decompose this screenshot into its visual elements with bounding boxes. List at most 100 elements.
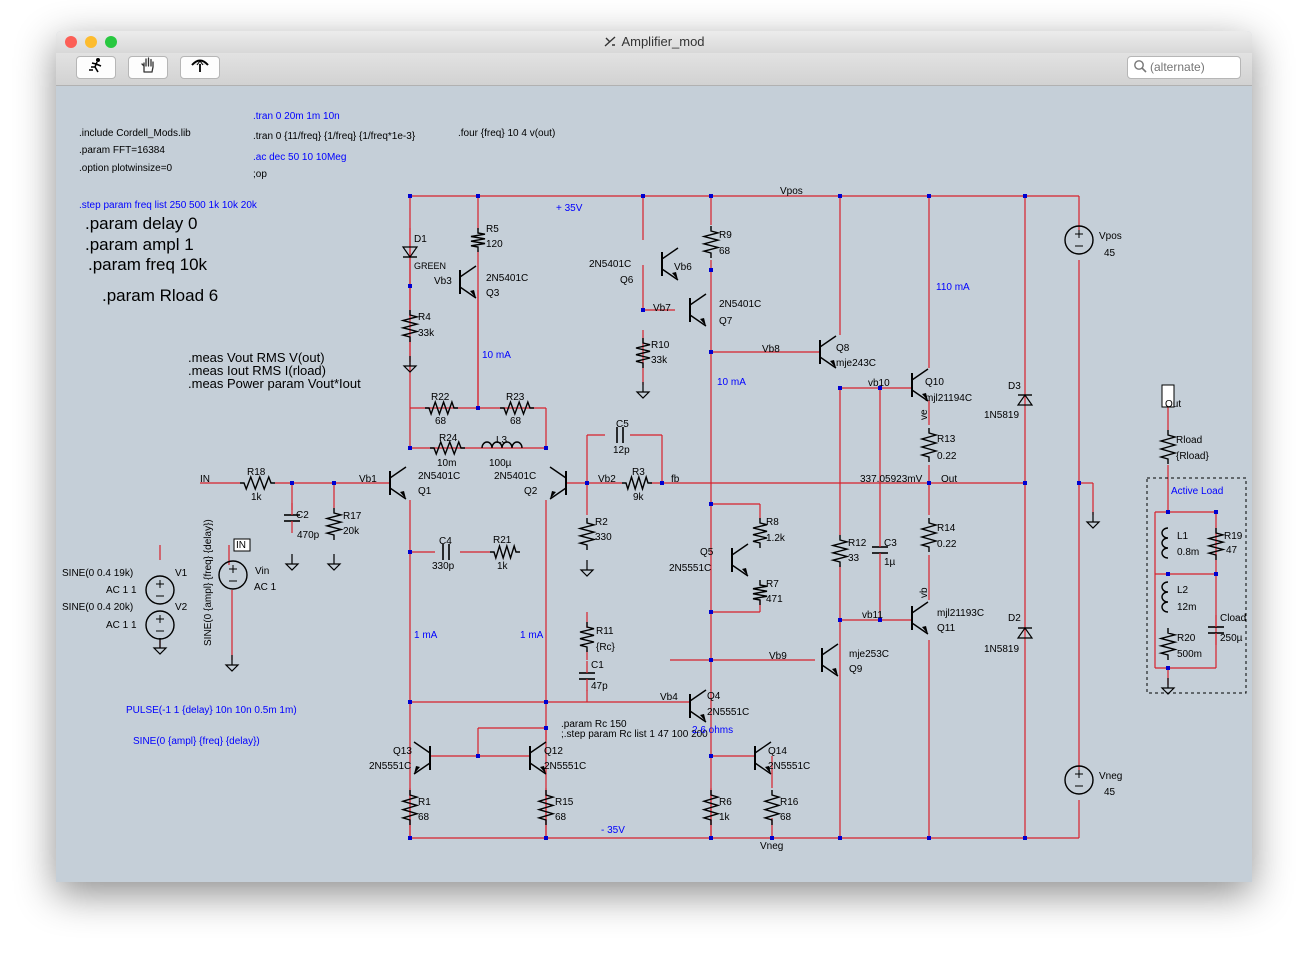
label-vin-ac[interactable]: AC 1: [254, 582, 277, 593]
label-r1-val[interactable]: 68: [418, 812, 430, 823]
label-out-port[interactable]: Out: [1165, 399, 1181, 410]
label-c4[interactable]: C4: [439, 536, 452, 547]
label-r20[interactable]: R20: [1177, 633, 1196, 644]
directive-tran2[interactable]: .tran 0 {11/freq} {1/freq} {1/freq*1e-3}: [253, 131, 416, 142]
label-r11[interactable]: R11: [596, 626, 614, 637]
label-r4[interactable]: R4: [418, 312, 431, 323]
label-r21-val[interactable]: 1k: [497, 561, 509, 572]
label-r14[interactable]: R14: [937, 523, 956, 534]
label-c1-val[interactable]: 47p: [591, 681, 608, 692]
directive-op[interactable]: ;op: [253, 169, 267, 180]
directive-ac[interactable]: .ac dec 50 10 10Meg: [253, 152, 346, 163]
label-d3[interactable]: D3: [1008, 381, 1021, 392]
label-vpos-val[interactable]: 45: [1104, 248, 1116, 259]
label-vneg-val[interactable]: 45: [1104, 787, 1116, 798]
label-r20-val[interactable]: 500m: [1177, 649, 1202, 660]
zoom-button[interactable]: [105, 36, 117, 48]
label-vb8[interactable]: Vb8: [762, 344, 780, 355]
label-vin[interactable]: Vin: [255, 566, 269, 577]
label-q3[interactable]: Q3: [486, 288, 500, 299]
label-i1ma-b[interactable]: 1 mA: [520, 630, 544, 641]
label-vb4[interactable]: Vb4: [660, 692, 678, 703]
label-q9-type[interactable]: mje253C: [849, 649, 889, 660]
label-r4-val[interactable]: 33k: [418, 328, 435, 339]
search-field[interactable]: [1127, 56, 1241, 79]
label-in-label[interactable]: IN: [200, 474, 210, 485]
label-q8[interactable]: Q8: [836, 343, 850, 354]
label-q7-type[interactable]: 2N5401C: [719, 299, 761, 310]
label-v2[interactable]: V2: [175, 602, 188, 613]
label-q8-type[interactable]: mje243C: [836, 358, 876, 369]
label-q13-type[interactable]: 2N5551C: [369, 761, 411, 772]
label-v1[interactable]: V1: [175, 568, 188, 579]
label-q6-type[interactable]: 2N5401C: [589, 259, 631, 270]
label-r6-val[interactable]: 1k: [719, 812, 731, 823]
label-q9[interactable]: Q9: [849, 664, 863, 675]
label-r12-val[interactable]: 33: [848, 553, 860, 564]
label-q4[interactable]: Q4: [707, 691, 721, 702]
label-r24[interactable]: R24: [439, 433, 458, 444]
label-r5-val[interactable]: 120: [486, 239, 503, 250]
label-r16[interactable]: R16: [780, 797, 799, 808]
label-vb3[interactable]: Vb3: [434, 276, 452, 287]
label-c5[interactable]: C5: [616, 419, 629, 430]
label-r10[interactable]: R10: [651, 340, 670, 351]
label-l1-val[interactable]: 0.8m: [1177, 547, 1199, 558]
label-d1[interactable]: D1: [414, 234, 427, 245]
label-l3[interactable]: L3: [496, 435, 508, 446]
label-r11-val[interactable]: {Rc}: [596, 642, 616, 653]
label-r17[interactable]: R17: [343, 511, 362, 522]
label-c3-val[interactable]: 1µ: [884, 557, 896, 568]
directive-sine[interactable]: SINE(0 {ampl} {freq} {delay}): [133, 736, 260, 747]
close-button[interactable]: [65, 36, 77, 48]
label-q10-type[interactable]: mjl21194C: [925, 393, 972, 404]
wires[interactable]: [159, 195, 1217, 839]
label-in-port[interactable]: IN: [236, 540, 246, 551]
label-i110ma[interactable]: 110 mA: [936, 282, 970, 293]
label-q7[interactable]: Q7: [719, 316, 733, 327]
label-q2[interactable]: Q2: [524, 486, 538, 497]
directive-meas-power[interactable]: .meas Power param Vout*Iout: [188, 376, 361, 391]
label-r23-val[interactable]: 68: [510, 416, 522, 427]
label-r3[interactable]: R3: [632, 467, 645, 478]
label-vb2[interactable]: Vb2: [598, 474, 616, 485]
label-vin-sine[interactable]: SINE(0 {ampl} {freq} {delay}): [203, 519, 214, 646]
label-vb10[interactable]: vb10: [868, 378, 890, 389]
directive-step-rc[interactable]: ;.step param Rc list 1 47 100 200: [561, 729, 708, 740]
label-d2-type[interactable]: 1N5819: [984, 644, 1019, 655]
label-r15-val[interactable]: 68: [555, 812, 567, 823]
directive-include[interactable]: .include Cordell_Mods.lib: [79, 128, 191, 139]
label-q11[interactable]: Q11: [937, 623, 956, 634]
directive-param-rc[interactable]: .param Rc 150: [561, 719, 627, 730]
label-v2-ac[interactable]: AC 1 1: [106, 620, 137, 631]
label-vb9[interactable]: Vb9: [769, 651, 787, 662]
label-q5-type[interactable]: 2N5551C: [669, 563, 711, 574]
label-r9-val[interactable]: 68: [719, 246, 731, 257]
label-l2-val[interactable]: 12m: [1177, 602, 1196, 613]
directive-tran1[interactable]: .tran 0 20m 1m 10n: [253, 111, 340, 122]
label-vneg-net[interactable]: Vneg: [760, 841, 783, 852]
probe-button[interactable]: [180, 56, 220, 79]
label-r1[interactable]: R1: [418, 797, 431, 808]
schematic-canvas[interactable]: .include Cordell_Mods.lib.param FFT=1638…: [56, 86, 1252, 882]
label-r8[interactable]: R8: [766, 517, 779, 528]
label-r6[interactable]: R6: [719, 797, 732, 808]
label-r7-val[interactable]: 471: [766, 594, 783, 605]
label-q5[interactable]: Q5: [700, 547, 714, 558]
label-fb[interactable]: fb: [671, 474, 680, 485]
label-r22[interactable]: R22: [431, 392, 450, 403]
label-r3-val[interactable]: 9k: [633, 492, 645, 503]
label-active-load[interactable]: Active Load: [1171, 486, 1223, 497]
label-r19-val[interactable]: 47: [1226, 545, 1238, 556]
label-r14-val[interactable]: 0.22: [937, 539, 957, 550]
directive-pulse[interactable]: PULSE(-1 1 {delay} 10n 10n 0.5m 1m): [126, 705, 297, 716]
label-r9[interactable]: R9: [719, 230, 732, 241]
label-q12-type[interactable]: 2N5551C: [544, 761, 586, 772]
label-minus35[interactable]: - 35V: [601, 825, 625, 836]
label-r24-val[interactable]: 10m: [437, 458, 456, 469]
label-vpos-net[interactable]: Vpos: [780, 186, 803, 197]
label-q1-type[interactable]: 2N5401C: [418, 471, 460, 482]
run-button[interactable]: [76, 56, 116, 79]
label-vb[interactable]: vb: [919, 587, 930, 598]
directive-param-rload[interactable]: .param Rload 6: [102, 286, 218, 305]
